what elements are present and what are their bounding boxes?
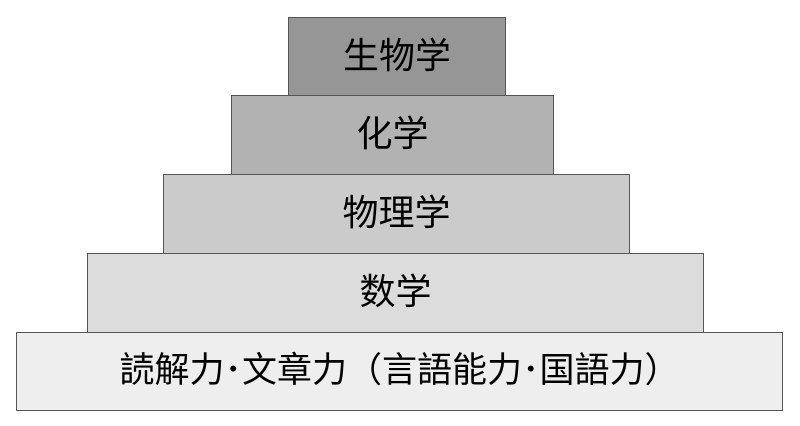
tier-label: 読解力･文章力（言語能力･国語力）	[119, 351, 680, 391]
tier-reading-writing: 読解力･文章力（言語能力･国語力）	[16, 332, 783, 411]
tier-label: 物理学	[342, 193, 451, 234]
tier-label: 数学	[359, 272, 432, 313]
tier-mathematics: 数学	[87, 253, 704, 333]
tier-label: 生物学	[342, 35, 451, 77]
tier-chemistry: 化学	[231, 95, 554, 175]
tier-physics: 物理学	[163, 174, 630, 254]
tier-label: 化学	[356, 114, 429, 155]
tier-biology: 生物学	[288, 17, 506, 96]
